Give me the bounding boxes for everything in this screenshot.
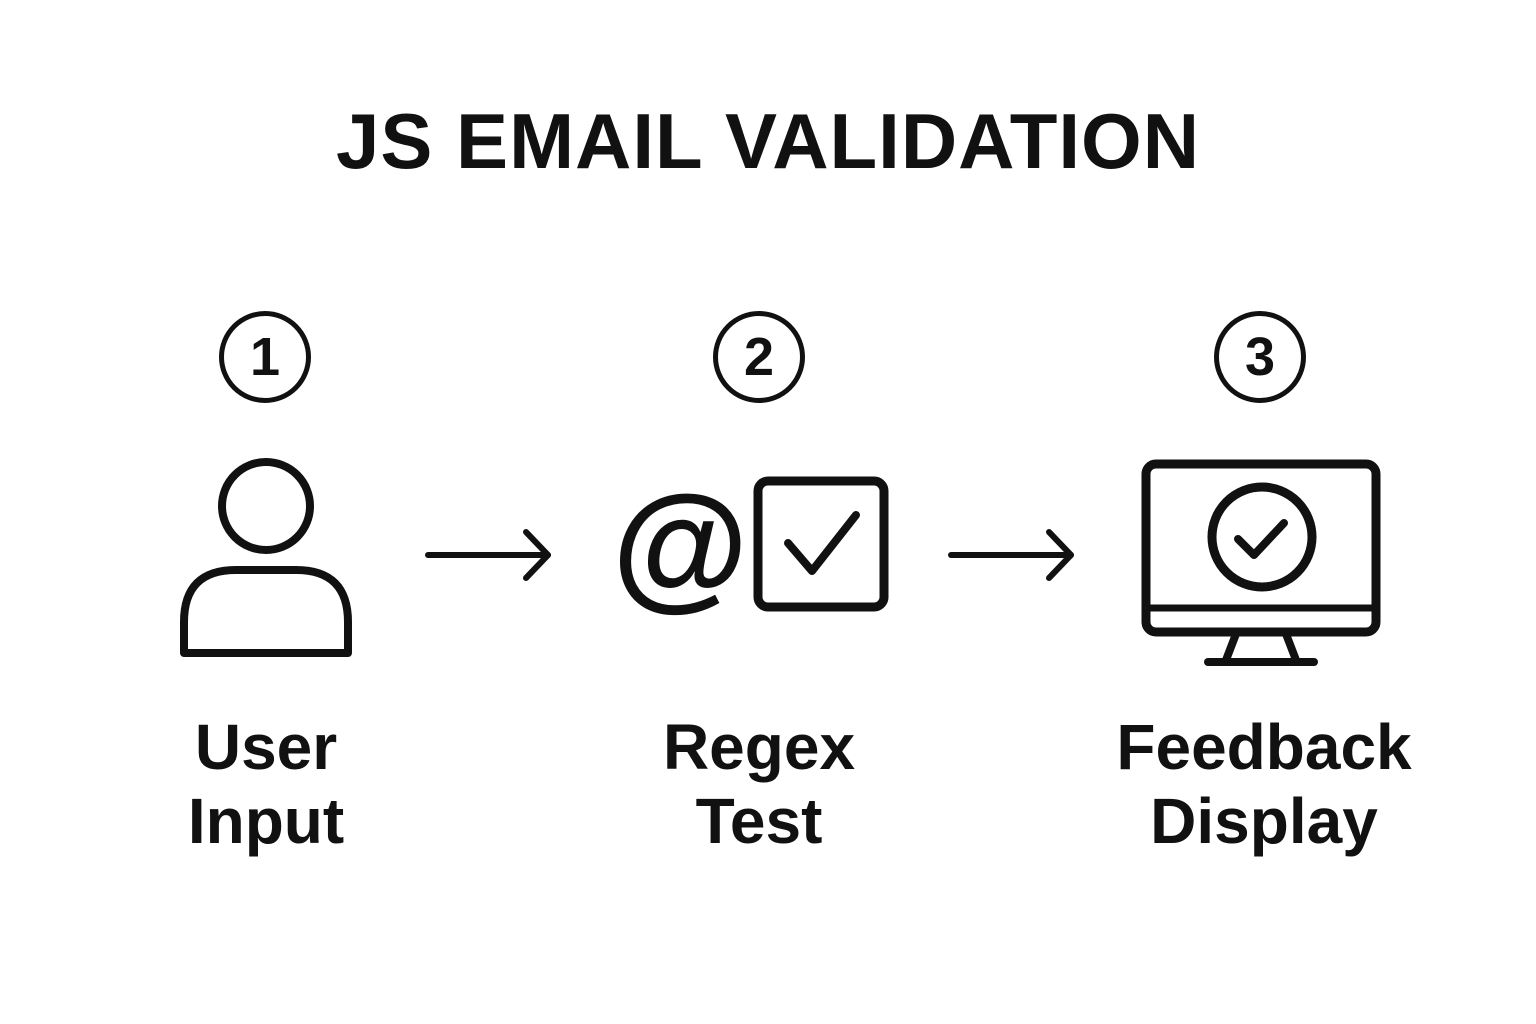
diagram-title: JS EMAIL VALIDATION	[335, 97, 1201, 185]
user-icon	[180, 458, 352, 657]
step-1-label-line2: Input	[187, 785, 345, 857]
monitor-check-icon	[1141, 459, 1381, 666]
step-2-label: Regex Test	[579, 710, 939, 858]
step-3-label-line2: Display	[1150, 785, 1378, 857]
checkbox-checked-icon	[753, 476, 889, 612]
step-2-label-line1: Regex	[662, 711, 856, 783]
step-1-label: User Input	[86, 710, 446, 858]
arrow-right-icon	[948, 529, 1074, 581]
step-3-label-line1: Feedback	[1116, 711, 1412, 783]
step-3-label: Feedback Display	[1084, 710, 1444, 858]
arrow-right-icon	[425, 529, 551, 581]
step-2-label-line2: Test	[695, 785, 823, 857]
step-1-number-badge: 1	[219, 311, 311, 403]
step-2-number-badge: 2	[713, 311, 805, 403]
at-sign-icon: @	[612, 466, 749, 623]
step-3-number-badge: 3	[1214, 311, 1306, 403]
step-1-label-line1: User	[194, 711, 338, 783]
